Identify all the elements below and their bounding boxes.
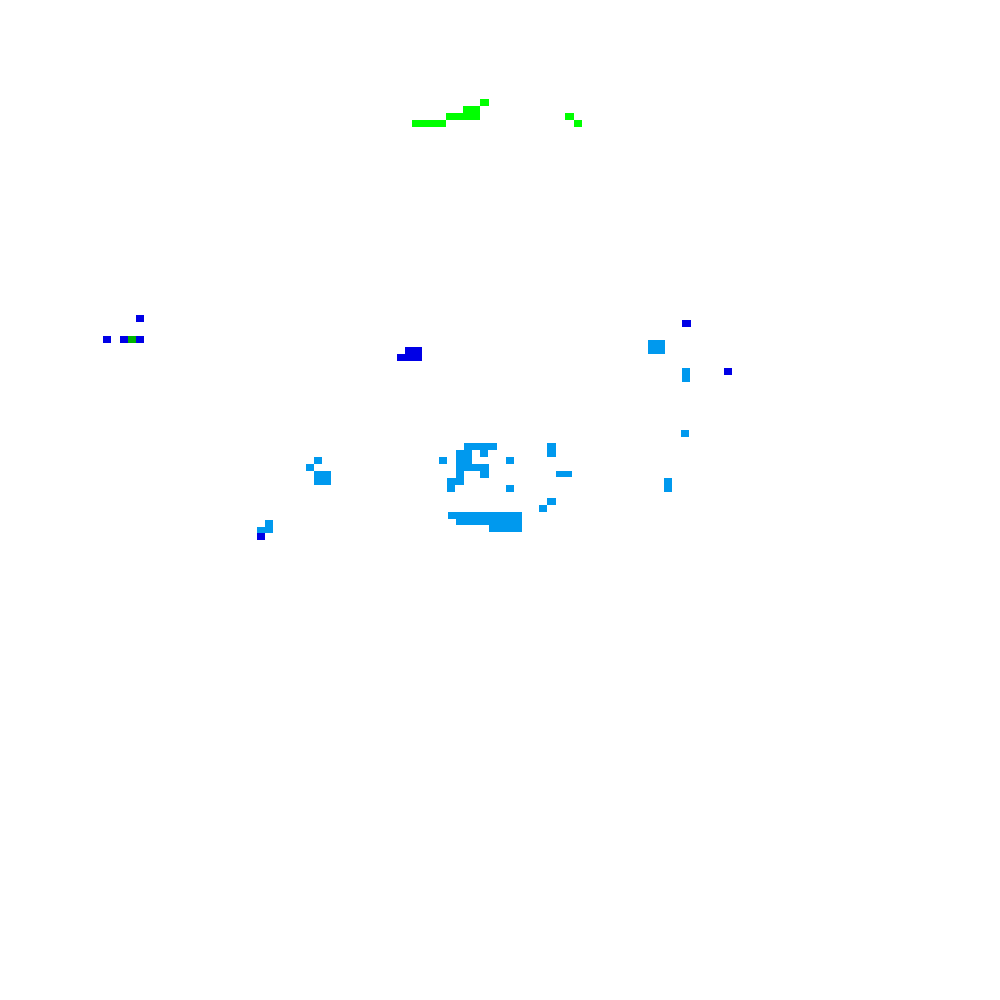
pixel-block: [664, 478, 672, 492]
pixel-block: [456, 450, 472, 457]
pixel-block: [506, 485, 514, 492]
pixel-block: [480, 471, 489, 478]
pixel-block: [439, 457, 447, 464]
blue-pixel-cluster: [103, 315, 732, 540]
pixel-block: [681, 430, 689, 437]
pixel-block: [456, 519, 522, 525]
pixel-block: [314, 457, 322, 464]
pixel-block: [128, 336, 136, 343]
pixel-block: [265, 520, 273, 527]
pixel-block: [565, 113, 574, 120]
pixel-block: [306, 464, 314, 471]
pixel-block: [120, 336, 128, 343]
pixel-block: [314, 471, 331, 485]
pixel-block: [136, 336, 144, 343]
pixel-block: [682, 320, 691, 327]
pixel-block: [547, 498, 556, 505]
pixel-block: [257, 533, 265, 540]
pixel-block: [480, 450, 488, 457]
pixel-block: [103, 336, 111, 343]
green-pixel-cluster: [412, 99, 582, 127]
pixel-block: [447, 478, 464, 485]
pixel-block: [539, 505, 547, 512]
pixel-block: [648, 340, 665, 354]
pixel-block: [556, 471, 572, 477]
pixel-block: [506, 457, 514, 464]
pixel-block: [447, 485, 455, 492]
pixel-block: [464, 443, 497, 450]
pixel-block: [456, 464, 489, 471]
pixel-block: [547, 443, 556, 457]
pixel-block: [448, 512, 522, 519]
light-blue-pixel-cluster: [257, 340, 690, 533]
pixel-block: [456, 471, 464, 478]
pixel-block: [397, 354, 422, 361]
pixel-block: [412, 120, 446, 127]
pixel-block: [456, 457, 472, 464]
pixel-block: [136, 315, 144, 322]
pixel-block: [489, 525, 522, 532]
pixel-block: [446, 113, 480, 120]
pixel-block: [724, 368, 732, 375]
pixel-block: [405, 347, 422, 354]
pixel-block: [480, 99, 489, 106]
pixel-block: [257, 527, 273, 533]
pixel-block: [682, 368, 690, 382]
pixel-block: [574, 120, 582, 127]
pixel-block: [463, 106, 480, 113]
